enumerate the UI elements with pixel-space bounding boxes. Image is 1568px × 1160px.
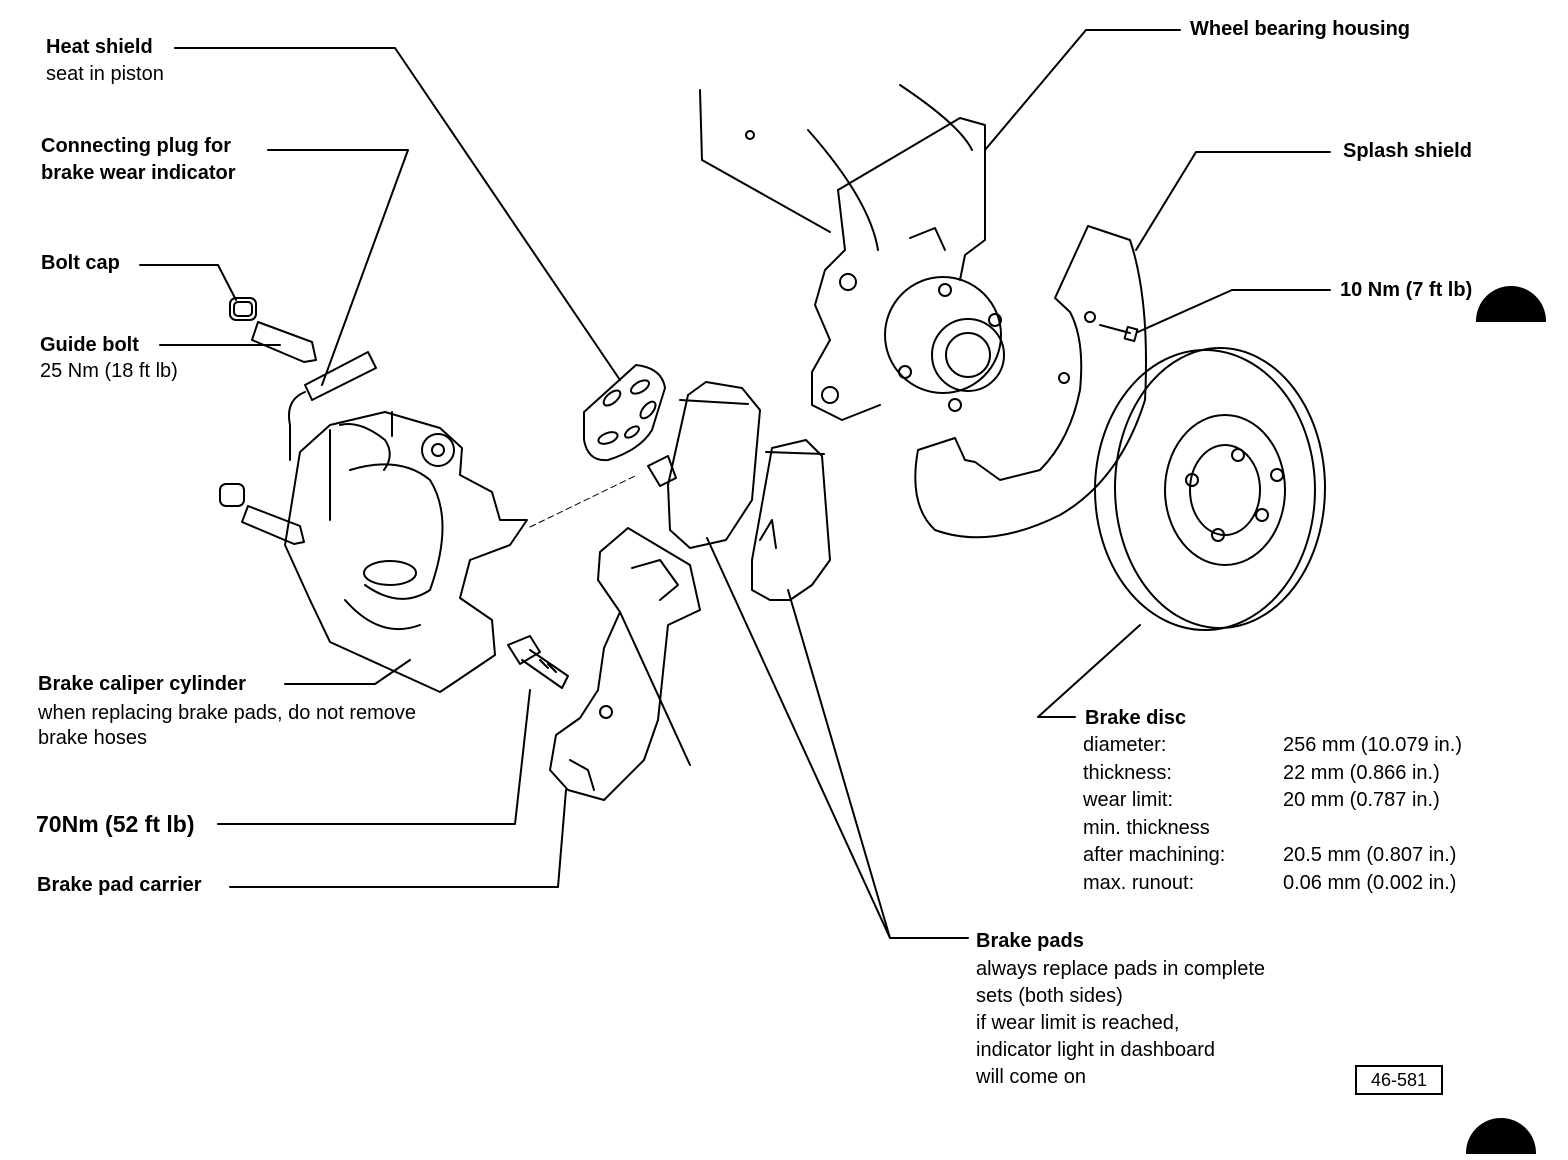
leader-caliper <box>284 659 411 685</box>
spec-key: wear limit: <box>1083 789 1174 811</box>
spec-value: 22 mm (0.866 in.) <box>1283 761 1440 784</box>
leader-brake-pads-2 <box>787 589 891 939</box>
brake-pads-label: Brake pads <box>976 930 1084 952</box>
leader-brake-pads-1 <box>706 537 969 939</box>
leader-wheel-bearing <box>984 29 1181 151</box>
splash-shield-torque-label: 10 Nm (7 ft lb) <box>1340 279 1473 301</box>
wheel-bearing-housing-part <box>699 84 1005 421</box>
spec-row-diameter: diameter: 256 mm (10.079 in.) <box>1083 732 1462 760</box>
bolt-cap-part <box>219 297 257 507</box>
connecting-plug-label: Connecting plug for <box>41 135 231 157</box>
leader-bolt-cap <box>139 264 237 301</box>
brake-caliper-label: Brake caliper cylinder <box>38 673 246 695</box>
spec-value: 20 mm (0.787 in.) <box>1283 789 1440 811</box>
guide-bolt-label: Guide bolt <box>40 334 139 356</box>
brake-disc-spec-table: diameter: 256 mm (10.079 in.) thickness: 2… <box>1083 732 1462 897</box>
brake-pads-note-1: always replace pads in complete <box>976 958 1266 980</box>
brake-pads-note-2: sets (both sides) <box>976 985 1123 1007</box>
brake-pads-note-5: will come on <box>976 1066 1087 1088</box>
brake-disc-label: Brake disc <box>1085 707 1187 729</box>
wheel-bearing-housing-label: Wheel bearing housing <box>1190 18 1411 40</box>
outer-brake-pad-part <box>751 439 831 601</box>
guide-bolt-part <box>241 321 317 545</box>
spec-row-min-thickness: min. thickness <box>1083 815 1462 843</box>
figure-number-box: 46-581 <box>1355 1065 1443 1095</box>
carrier-bolt-torque-label: 70Nm (52 ft lb) <box>36 811 195 837</box>
brake-pads-note-4: indicator light in dashboard <box>976 1039 1216 1061</box>
connecting-plug-label-line2: brake wear indicator <box>41 162 236 184</box>
splash-shield-part <box>914 225 1147 539</box>
guide-bolt-torque: 25 Nm (18 ft lb) <box>40 360 178 382</box>
spec-row-wear-limit: wear limit: 20 mm (0.787 in.) <box>1083 787 1462 815</box>
leader-connecting-plug <box>267 149 409 386</box>
brake-pad-carrier-label: Brake pad carrier <box>37 874 202 896</box>
leader-heat-shield <box>174 47 621 381</box>
inner-brake-pad-part <box>647 381 761 549</box>
spec-value: 20.5 mm (0.807 in.) <box>1283 844 1457 866</box>
brake-disc-part <box>1094 347 1326 631</box>
leader-splash-shield <box>1135 151 1331 251</box>
leader-splash-torque <box>1137 289 1331 333</box>
leader-brake-disc <box>1037 624 1141 718</box>
spec-row-thickness: thickness: 22 mm (0.866 in.) <box>1083 760 1462 788</box>
brake-pads-note-3: if wear limit is reached, <box>976 1012 1180 1034</box>
spec-value: 0.06 mm (0.002 in.) <box>1283 871 1457 894</box>
axis-line <box>529 475 636 528</box>
caliper-part <box>284 411 528 693</box>
leader-carrier-bolt <box>217 689 531 825</box>
heat-shield-label: Heat shield <box>46 36 153 58</box>
leader-lines <box>139 29 1331 939</box>
spec-row-max-runout: max. runout: 0.06 mm (0.002 in.) <box>1083 870 1462 898</box>
brake-pad-carrier-part <box>549 527 701 801</box>
heat-shield-note: seat in piston <box>46 63 164 85</box>
spec-key: diameter: <box>1083 734 1167 756</box>
splash-shield-label: Splash shield <box>1343 140 1472 162</box>
bolt-cap-label: Bolt cap <box>41 252 120 274</box>
carrier-bolt-part <box>507 635 569 689</box>
spec-row-after-machining: after machining: 20.5 mm (0.807 in.) <box>1083 842 1462 870</box>
spec-key: after machining: <box>1083 844 1226 866</box>
spec-key: max. runout: <box>1083 871 1195 894</box>
leader-pad-carrier <box>229 789 567 888</box>
connecting-plug-part <box>288 351 391 471</box>
spec-key: min. thickness <box>1083 816 1210 839</box>
brake-caliper-note-2: brake hoses <box>38 727 147 749</box>
brake-caliper-note-1: when replacing brake pads, do not remove <box>38 702 417 724</box>
spec-value: 256 mm (10.079 in.) <box>1283 734 1462 756</box>
spec-key: thickness: <box>1083 761 1172 784</box>
heat-shield-part <box>583 364 666 462</box>
